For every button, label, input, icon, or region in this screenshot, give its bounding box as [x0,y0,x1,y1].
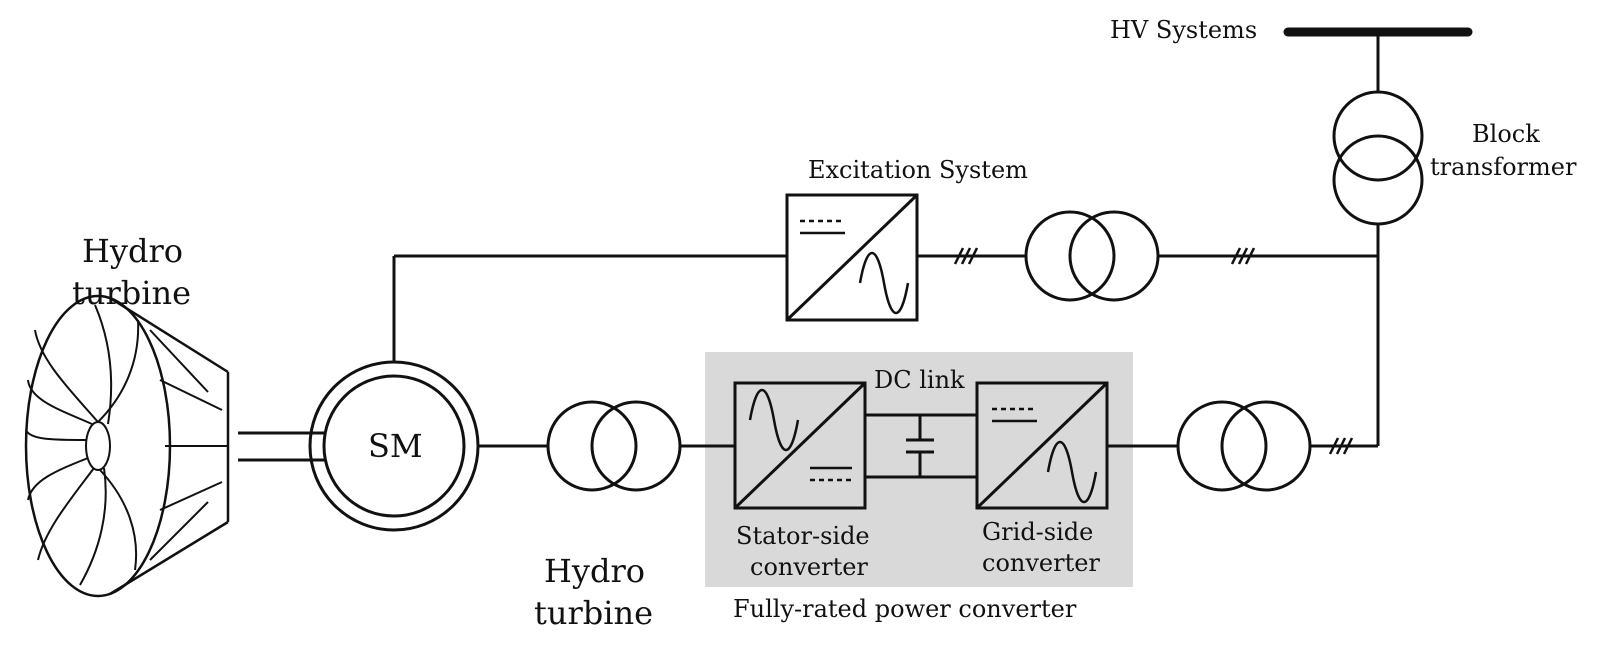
hydro-turbine-icon [24,294,230,598]
sm-label: SM [368,427,423,465]
excitation-converter [785,193,919,322]
hv-systems-label: HV Systems [1110,16,1257,44]
hydro-turbine-bottom-label-2: turbine [534,594,653,632]
stator-side-label-1: Stator-side [736,522,870,550]
stator-side-label-2: converter [750,553,868,581]
three-phase-mark-2 [953,247,979,265]
fully-rated-converter-label: Fully-rated power converter [733,595,1077,623]
hydro-turbine-left-label-1: Hydro [82,232,183,270]
grid-side-label-1: Grid-side [982,518,1093,546]
dc-link-label: DC link [874,366,965,394]
stator-side-converter [733,381,867,510]
three-phase-mark-3 [1328,437,1354,455]
excitation-transformer [1024,210,1160,302]
three-phase-mark-1 [1230,247,1256,265]
hydro-turbine-bottom-label-1: Hydro [544,552,645,590]
grid-side-label-2: converter [982,549,1100,577]
generator-transformer [546,400,682,492]
block-transformer-label-2: transformer [1430,153,1577,181]
hydro-turbine-left-label-2: turbine [72,274,191,312]
excitation-system-label: Excitation System [808,156,1028,184]
dc-link [865,413,977,479]
turbine-shaft [238,431,326,462]
grid-side-converter [975,381,1109,510]
output-transformer [1176,400,1312,492]
block-transformer-label-1: Block [1472,120,1540,148]
block-transformer [1332,32,1424,446]
